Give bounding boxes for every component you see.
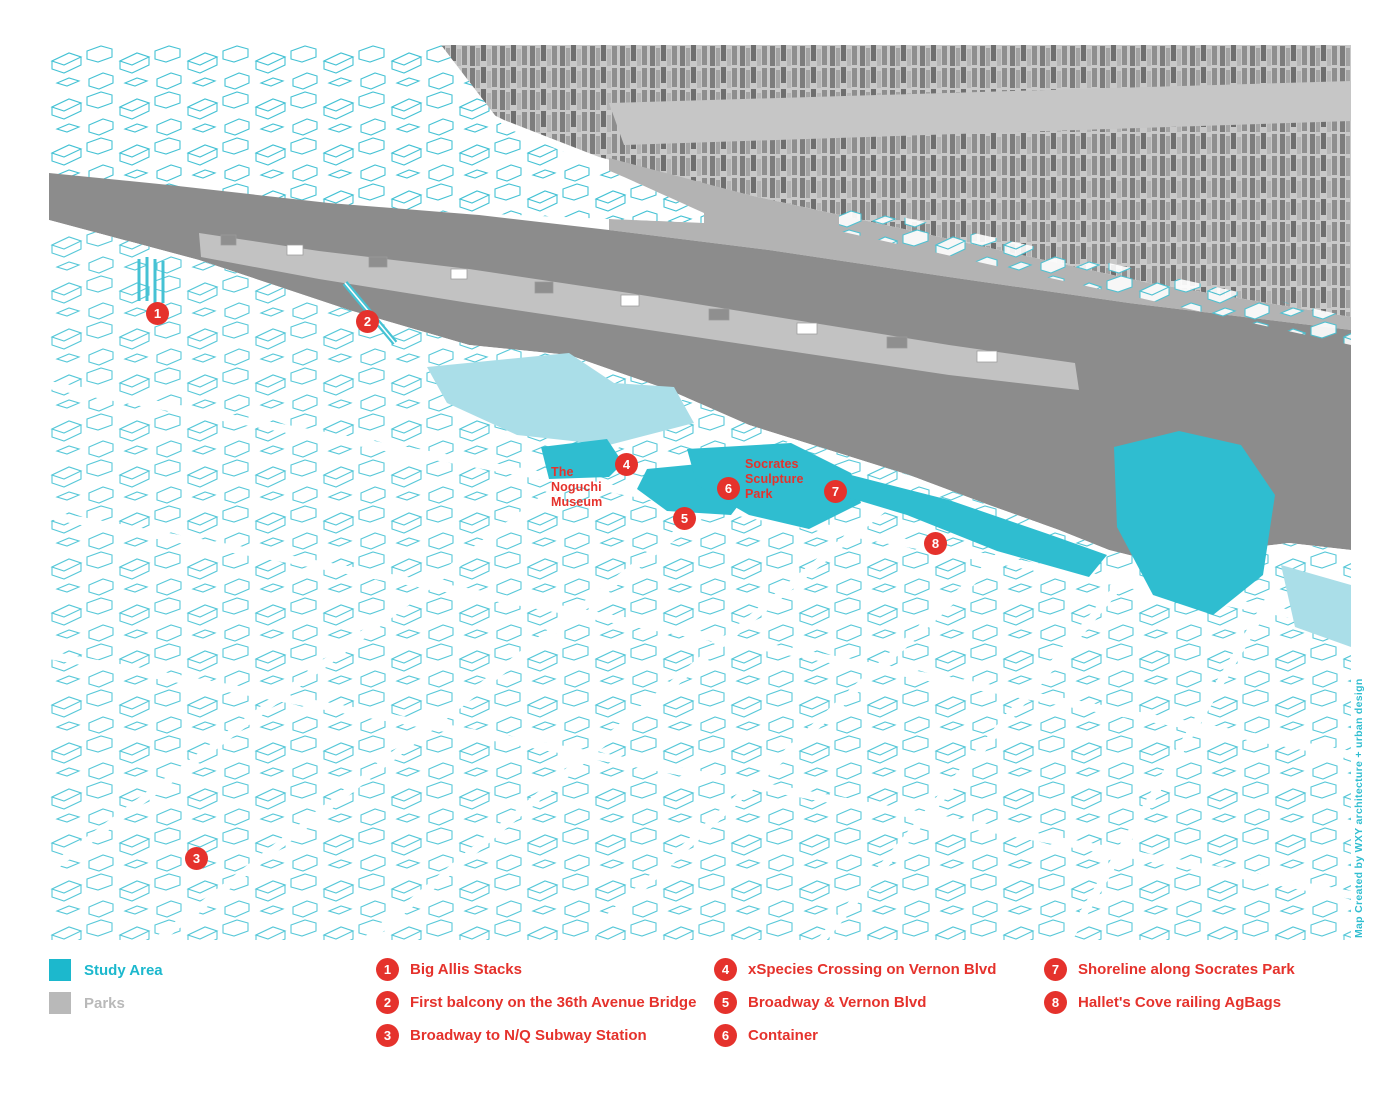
upper-left-wireframe-city xyxy=(49,45,704,223)
key-item-label: Hallet's Cove railing AgBags xyxy=(1078,994,1282,1011)
key-item-label: Container xyxy=(748,1027,819,1044)
socrates-park-label: Socrates Sculpture Park xyxy=(745,457,804,501)
key-item: 1 Big Allis Stacks xyxy=(376,958,696,981)
key-item: 2 First balcony on the 36th Avenue Bridg… xyxy=(376,991,696,1014)
legend-item-study-area: Study Area xyxy=(49,959,163,981)
study-area-socrates-park xyxy=(687,443,861,529)
legend-label-parks: Parks xyxy=(84,994,125,1012)
key-number-badge: 5 xyxy=(714,991,737,1014)
key-item-label: First balcony on the 36th Avenue Bridge xyxy=(410,994,697,1011)
legend-item-parks: Parks xyxy=(49,992,163,1014)
key-item-label: Big Allis Stacks xyxy=(410,961,522,978)
map-credit-text: Map Created by WXY architecture + urban … xyxy=(1353,678,1365,938)
key-item-label: Broadway to N/Q Subway Station xyxy=(410,1027,647,1044)
map-marker-6: 6 xyxy=(717,477,740,500)
parks-swatch xyxy=(49,992,71,1014)
legend-label-study-area: Study Area xyxy=(84,961,163,979)
roosevelt-island-buildings xyxy=(220,234,998,363)
queens-wireframe-city xyxy=(49,220,1351,940)
key-item: 6 Container xyxy=(714,1024,996,1047)
key-number-badge: 4 xyxy=(714,958,737,981)
key-number-badge: 8 xyxy=(1044,991,1067,1014)
big-allis-stacks xyxy=(137,257,165,303)
roosevelt-island xyxy=(199,233,1079,390)
key-column-2: 4 xSpecies Crossing on Vernon Blvd 5 Bro… xyxy=(714,958,996,1047)
study-area-hallets-cove xyxy=(1114,431,1275,615)
map-canvas: 1 2 3 4 5 6 7 8 The Noguchi Museum Socra… xyxy=(49,45,1351,940)
map-marker-2: 2 xyxy=(356,310,379,333)
key-number-badge: 6 xyxy=(714,1024,737,1047)
key-column-1: 1 Big Allis Stacks 2 First balcony on th… xyxy=(376,958,696,1047)
key-item-label: xSpecies Crossing on Vernon Blvd xyxy=(748,961,997,978)
map-marker-1: 1 xyxy=(146,302,169,325)
central-park-area xyxy=(609,81,1351,145)
study-area-shoreline-strip xyxy=(847,475,1107,577)
noguchi-museum-label: The Noguchi Museum xyxy=(551,465,603,509)
map-marker-8: 8 xyxy=(924,532,947,555)
study-area-swatch xyxy=(49,959,71,981)
manhattan-waterfront-wireframe xyxy=(839,203,1351,345)
map-marker-5: 5 xyxy=(673,507,696,530)
key-item: 3 Broadway to N/Q Subway Station xyxy=(376,1024,696,1047)
key-item-label: Shoreline along Socrates Park xyxy=(1078,961,1295,978)
parks-patch-light xyxy=(427,353,694,445)
parks-patch-right xyxy=(1281,565,1351,647)
key-column-3: 7 Shoreline along Socrates Park 8 Hallet… xyxy=(1044,958,1295,1014)
legend: Study Area Parks xyxy=(49,959,163,1014)
key-item: 4 xSpecies Crossing on Vernon Blvd xyxy=(714,958,996,981)
key-item: 8 Hallet's Cove railing AgBags xyxy=(1044,991,1295,1014)
key-number-badge: 2 xyxy=(376,991,399,1014)
map-marker-4: 4 xyxy=(615,453,638,476)
key-number-badge: 3 xyxy=(376,1024,399,1047)
key-item-label: Broadway & Vernon Blvd xyxy=(748,994,927,1011)
key-item: 7 Shoreline along Socrates Park xyxy=(1044,958,1295,981)
map-graphic xyxy=(49,45,1351,940)
key-number-badge: 1 xyxy=(376,958,399,981)
map-marker-3: 3 xyxy=(185,847,208,870)
key-item: 5 Broadway & Vernon Blvd xyxy=(714,991,996,1014)
study-area-noguchi xyxy=(541,439,623,479)
map-marker-7: 7 xyxy=(824,480,847,503)
key-number-badge: 7 xyxy=(1044,958,1067,981)
